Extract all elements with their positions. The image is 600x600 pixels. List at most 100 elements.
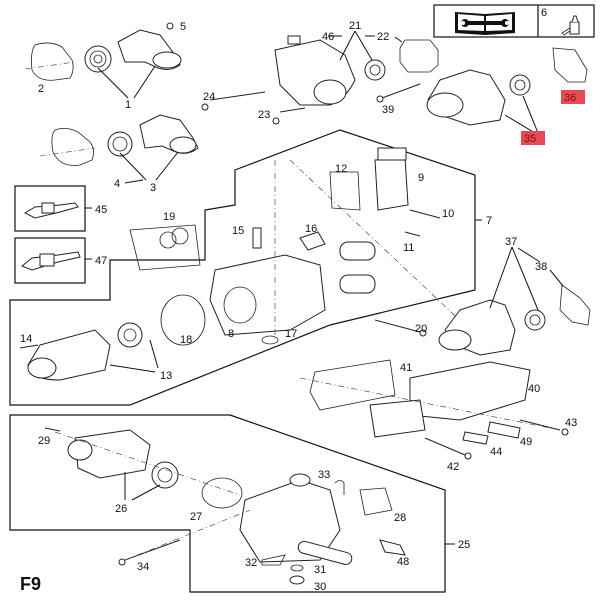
callout-label-16: 16 [305, 223, 317, 235]
gasket-36 [552, 47, 588, 83]
callout-label-34: 34 [137, 561, 149, 573]
callout-36: 36 [561, 90, 585, 104]
sensor-48 [379, 539, 406, 556]
valve-body-8 [209, 254, 326, 336]
callout-49: 49 [520, 436, 532, 448]
header-box-frame [433, 4, 595, 38]
callout-label-5: 5 [180, 21, 186, 33]
callout-10: 10 [442, 208, 454, 220]
part-group-21 [201, 30, 439, 125]
thermostat-35 [509, 74, 531, 96]
bolt-24 [209, 91, 266, 101]
part-group-35 [376, 47, 588, 134]
bolt-23 [279, 107, 306, 113]
thermostat-3 [107, 131, 133, 157]
gasket-28 [359, 487, 393, 516]
callout-label-23: 23 [258, 109, 270, 121]
bolt-10 [409, 209, 441, 219]
bolt-5 [166, 22, 174, 30]
gasket-4 [51, 128, 94, 166]
callout-highlight-36 [561, 90, 585, 104]
callout-label-24: 24 [203, 91, 215, 103]
plug-30 [289, 575, 305, 585]
gasket-19 [129, 224, 201, 271]
callout-19: 19 [163, 211, 175, 223]
flange-40 [409, 361, 531, 421]
callout-21: 21 [349, 20, 361, 32]
callout-label-25: 25 [458, 539, 470, 551]
callout-43: 43 [565, 417, 577, 429]
callout-label-36: 36 [564, 92, 576, 104]
callout-label-33: 33 [318, 469, 330, 481]
callout-22: 22 [377, 31, 389, 43]
sleeve-upper [339, 241, 376, 261]
sealant-ref-label: 6 [541, 7, 547, 19]
callout-label-9: 9 [418, 172, 424, 184]
gasket-12 [329, 171, 361, 211]
thermostat-13 [117, 322, 143, 348]
part-group-3 [39, 114, 199, 184]
clip-33 [334, 480, 345, 495]
sensor-box-47 [14, 237, 86, 284]
sealant-tube-icon [561, 15, 580, 36]
callout-label-44: 44 [490, 446, 502, 458]
callout-30: 30 [314, 581, 326, 593]
housing-26 [74, 429, 151, 479]
sleeve-lower [339, 274, 376, 294]
callout-label-39: 39 [382, 104, 394, 116]
callout-32: 32 [245, 557, 257, 569]
callout-label-45: 45 [95, 204, 107, 216]
callout-34: 34 [137, 561, 149, 573]
callout-45: 45 [95, 204, 107, 216]
callout-label-40: 40 [528, 383, 540, 395]
assembly-frame-7 [9, 129, 476, 406]
callout-41: 41 [400, 362, 412, 374]
callout-label-17: 17 [285, 328, 297, 340]
callout-27: 27 [190, 511, 202, 523]
callout-12: 12 [335, 163, 347, 175]
callout-label-21: 21 [349, 20, 361, 32]
callout-label-2: 2 [38, 83, 44, 95]
gasket-41 [309, 359, 396, 411]
nipple-15 [252, 227, 262, 249]
callout-label-19: 19 [163, 211, 175, 223]
callout-15: 15 [232, 225, 244, 237]
callout-8: 8 [228, 328, 234, 340]
callout-label-20: 20 [415, 323, 427, 335]
header-box: 6 [433, 4, 595, 38]
callout-23: 23 [258, 109, 270, 121]
callout-label-29: 29 [38, 435, 50, 447]
sensor-16 [299, 231, 326, 251]
sensor-46 [287, 35, 301, 45]
part-group-37 [438, 246, 591, 356]
callout-25: 25 [458, 539, 470, 551]
callout-label-12: 12 [335, 163, 347, 175]
callout-13: 13 [160, 370, 172, 382]
thermostat-37 [524, 309, 546, 331]
callout-9: 9 [418, 172, 424, 184]
callout-17: 17 [285, 328, 297, 340]
callout-label-48: 48 [397, 556, 409, 568]
gasket-38 [559, 284, 591, 326]
callout-label-8: 8 [228, 328, 234, 340]
callout-39: 39 [382, 104, 394, 116]
callout-label-26: 26 [115, 503, 127, 515]
thermostat-1 [84, 45, 112, 73]
callout-26: 26 [115, 503, 127, 515]
temperature-sensor-47 [21, 251, 81, 271]
callout-20: 20 [415, 323, 427, 335]
callout-35: 35 [521, 131, 545, 145]
bolt-14 [19, 344, 39, 349]
callout-47: 47 [95, 255, 107, 267]
callout-24: 24 [203, 91, 215, 103]
part-group-8 [19, 147, 471, 381]
bolt-43 [519, 419, 561, 431]
callout-4: 4 [114, 178, 120, 190]
sensor-49 [487, 421, 521, 439]
callout-5: 5 [180, 21, 186, 33]
callout-label-18: 18 [180, 334, 192, 346]
part-group-25 [44, 427, 406, 585]
callout-label-1: 1 [125, 99, 131, 111]
gasket-22 [399, 39, 439, 73]
